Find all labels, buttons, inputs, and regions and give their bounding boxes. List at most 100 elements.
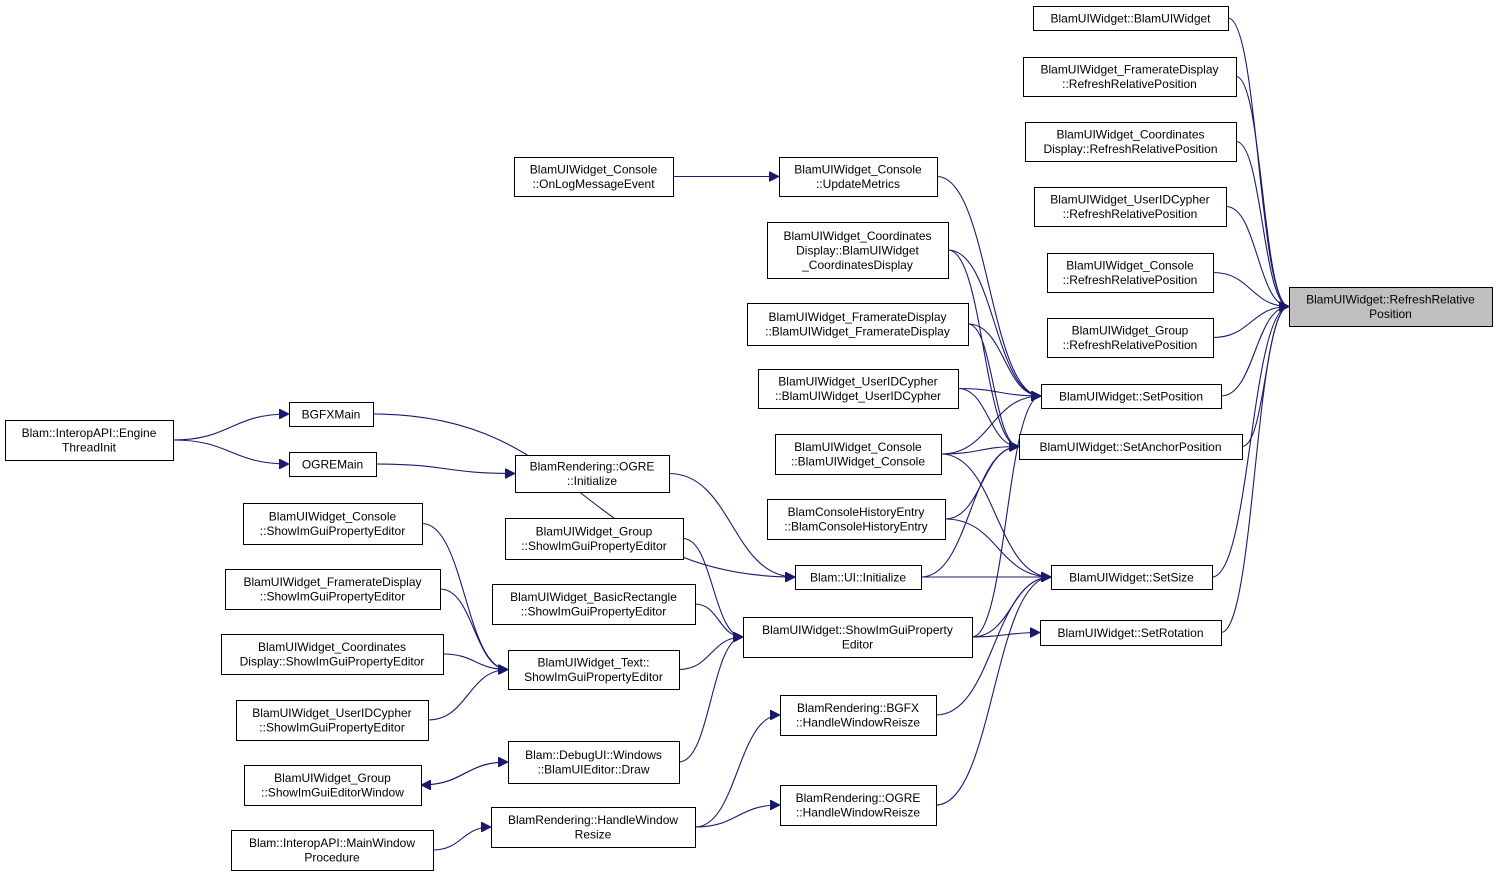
node-setpos[interactable]: BlamUIWidget::SetPosition	[1041, 384, 1222, 409]
node-grp-refresh[interactable]: BlamUIWidget_Group::RefreshRelativePosit…	[1047, 318, 1214, 358]
edge-fr-ctor-to-setpos	[967, 323, 1041, 396]
node-fr-ctor[interactable]: BlamUIWidget_FramerateDisplay::BlamUIWid…	[747, 303, 969, 346]
node-co-ctor[interactable]: BlamUIWidget_CoordinatesDisplay::BlamUIW…	[767, 222, 949, 279]
node-label-line: BlamUIWidget_Group	[274, 771, 391, 785]
node-box	[289, 452, 377, 477]
node-label-line: BlamUIWidget_Group	[536, 525, 653, 539]
edge-path	[920, 447, 1019, 578]
node-grp-show[interactable]: BlamUIWidget_Group::ShowImGuiPropertyEdi…	[505, 518, 684, 560]
edge-con-ctor-to-setpos	[940, 396, 1041, 455]
node-label-line: ::BlamUIWidget_UserIDCypher	[775, 389, 941, 403]
edge-path	[375, 463, 515, 474]
node-label-line: ::RefreshRelativePosition	[1063, 207, 1198, 221]
edge-path	[678, 637, 744, 763]
node-fr-show[interactable]: BlamUIWidget_FramerateDisplay::ShowImGui…	[225, 569, 441, 610]
node-label-line: ::Initialize	[567, 474, 617, 488]
node-box	[244, 765, 422, 806]
node-label-line: BlamUIWidget::SetAnchorPosition	[1039, 440, 1221, 454]
edge-uid-refresh-to-refresh	[1225, 205, 1290, 307]
node-show-editor[interactable]: BlamUIWidget::ShowImGuiPropertyEditor	[743, 617, 973, 658]
node-con-update[interactable]: BlamUIWidget_Console::UpdateMetrics	[779, 157, 938, 197]
node-setrot[interactable]: BlamUIWidget::SetRotation	[1040, 620, 1222, 646]
node-box	[775, 434, 942, 475]
node-label-line: BlamUIWidget_Text::	[537, 656, 649, 670]
edge-handle-resize-to-bgfx-resize	[694, 715, 780, 828]
node-rect-show[interactable]: BlamUIWidget_BasicRectangle::ShowImGuiPr…	[492, 584, 696, 625]
node-label-line: ::BlamUIEditor::Draw	[537, 763, 649, 777]
node-box	[515, 455, 670, 493]
node-label-line: ::ShowImGuiPropertyEditor	[259, 721, 404, 735]
node-label-line: Blam::UI::Initialize	[810, 570, 906, 584]
edge-uid-show-to-text-show	[427, 670, 508, 721]
node-con-show[interactable]: BlamUIWidget_Console::ShowImGuiPropertyE…	[243, 503, 423, 545]
node-box	[1047, 318, 1214, 358]
node-box	[1025, 122, 1237, 162]
node-label-line: ::ShowImGuiPropertyEditor	[521, 605, 666, 619]
node-box	[289, 402, 374, 427]
edge-path	[935, 577, 1051, 716]
node-label-line: BlamUIWidget_Console	[794, 440, 922, 454]
node-refresh[interactable]: BlamUIWidget::RefreshRelativePosition	[1289, 287, 1493, 327]
edge-uid-ctor-to-setanchor	[957, 387, 1019, 447]
node-label-line: Display::BlamUIWidget	[796, 243, 919, 257]
nodes-layer: BlamUIWidget::RefreshRelativePositionBla…	[5, 6, 1493, 871]
node-ui-init[interactable]: Blam::UI::Initialize	[795, 565, 922, 590]
node-label-line: BlamUIWidget_Console	[794, 163, 922, 177]
edge-path	[947, 249, 1020, 447]
node-label-line: ::ShowImGuiEditorWindow	[261, 786, 404, 800]
node-ogre-resize[interactable]: BlamRendering::OGRE::HandleWindowReisze	[780, 785, 937, 826]
node-label-line: ShowImGuiPropertyEditor	[524, 670, 663, 684]
node-box	[767, 222, 949, 279]
node-grp-window[interactable]: BlamUIWidget_Group::ShowImGuiEditorWindo…	[244, 765, 422, 806]
edge-path	[967, 323, 1020, 447]
edge-fr-refresh-to-refresh	[1235, 75, 1290, 307]
node-debug-draw[interactable]: Blam::DebugUI::Windows::BlamUIEditor::Dr…	[508, 741, 680, 784]
node-label-line: BlamUIWidget_UserIDCypher	[252, 706, 411, 720]
node-uid-show[interactable]: BlamUIWidget_UserIDCypher::ShowImGuiProp…	[236, 700, 429, 741]
edges-layer	[172, 17, 1290, 851]
edge-path	[439, 588, 508, 670]
node-con-onlog[interactable]: BlamUIWidget_Console::OnLogMessageEvent	[514, 157, 674, 197]
node-label-line: BlamUIWidget::SetRotation	[1057, 626, 1203, 640]
edge-rect-show-to-show-editor	[694, 603, 744, 637]
node-label-line: BGFXMain	[302, 407, 361, 421]
node-label-line: ::BlamConsoleHistoryEntry	[784, 520, 927, 534]
edge-con-ctor-to-setsize	[940, 453, 1051, 577]
node-setanchor[interactable]: BlamUIWidget::SetAnchorPosition	[1019, 434, 1243, 460]
edge-path	[694, 805, 780, 828]
node-label-line: Editor	[842, 638, 873, 652]
node-box	[225, 569, 441, 610]
node-co-refresh[interactable]: BlamUIWidget_CoordinatesDisplay::Refresh…	[1025, 122, 1237, 162]
node-label-line: ::RefreshRelativePosition	[1062, 77, 1197, 91]
node-setsize[interactable]: BlamUIWidget::SetSize	[1051, 565, 1213, 590]
node-label-line: Display::ShowImGuiPropertyEditor	[240, 655, 425, 669]
node-uid-ctor[interactable]: BlamUIWidget_UserIDCypher::BlamUIWidget_…	[758, 369, 959, 409]
node-box	[514, 157, 674, 197]
edge-engine-init-to-ogremain	[172, 439, 289, 464]
node-box	[795, 565, 922, 590]
edge-path	[940, 453, 1051, 577]
node-label-line: BlamUIWidget_Coordinates	[258, 640, 406, 654]
node-fr-refresh[interactable]: BlamUIWidget_FramerateDisplay::RefreshRe…	[1023, 57, 1237, 97]
node-con-refresh[interactable]: BlamUIWidget_Console::RefreshRelativePos…	[1047, 253, 1214, 293]
node-bgfx-resize[interactable]: BlamRendering::BGFX::HandleWindowReisze	[780, 695, 937, 736]
edge-ogre-resize-to-setsize	[935, 577, 1051, 806]
node-text-show[interactable]: BlamUIWidget_Text::ShowImGuiPropertyEdit…	[508, 650, 680, 690]
node-label-line: BlamUIWidget::RefreshRelative	[1306, 293, 1475, 307]
node-ctor[interactable]: BlamUIWidget::BlamUIWidget	[1033, 6, 1229, 31]
node-uid-refresh[interactable]: BlamUIWidget_UserIDCypher::RefreshRelati…	[1034, 187, 1227, 227]
node-hist-ctor[interactable]: BlamConsoleHistoryEntry::BlamConsoleHist…	[767, 499, 946, 540]
node-con-ctor[interactable]: BlamUIWidget_Console::BlamUIWidget_Conso…	[775, 434, 942, 475]
node-ogremain[interactable]: OGREMain	[289, 452, 377, 477]
node-bgfxmain[interactable]: BGFXMain	[289, 402, 374, 427]
edge-show-editor-to-setpos	[971, 396, 1042, 638]
node-co-show[interactable]: BlamUIWidget_CoordinatesDisplay::ShowImG…	[221, 634, 444, 675]
edge-path	[694, 715, 780, 828]
node-ogre-init[interactable]: BlamRendering::OGRE::Initialize	[515, 455, 670, 493]
node-label-line: ::RefreshRelativePosition	[1063, 338, 1198, 352]
node-label-line: BlamConsoleHistoryEntry	[788, 505, 925, 519]
edge-con-update-to-setpos	[936, 175, 1041, 397]
